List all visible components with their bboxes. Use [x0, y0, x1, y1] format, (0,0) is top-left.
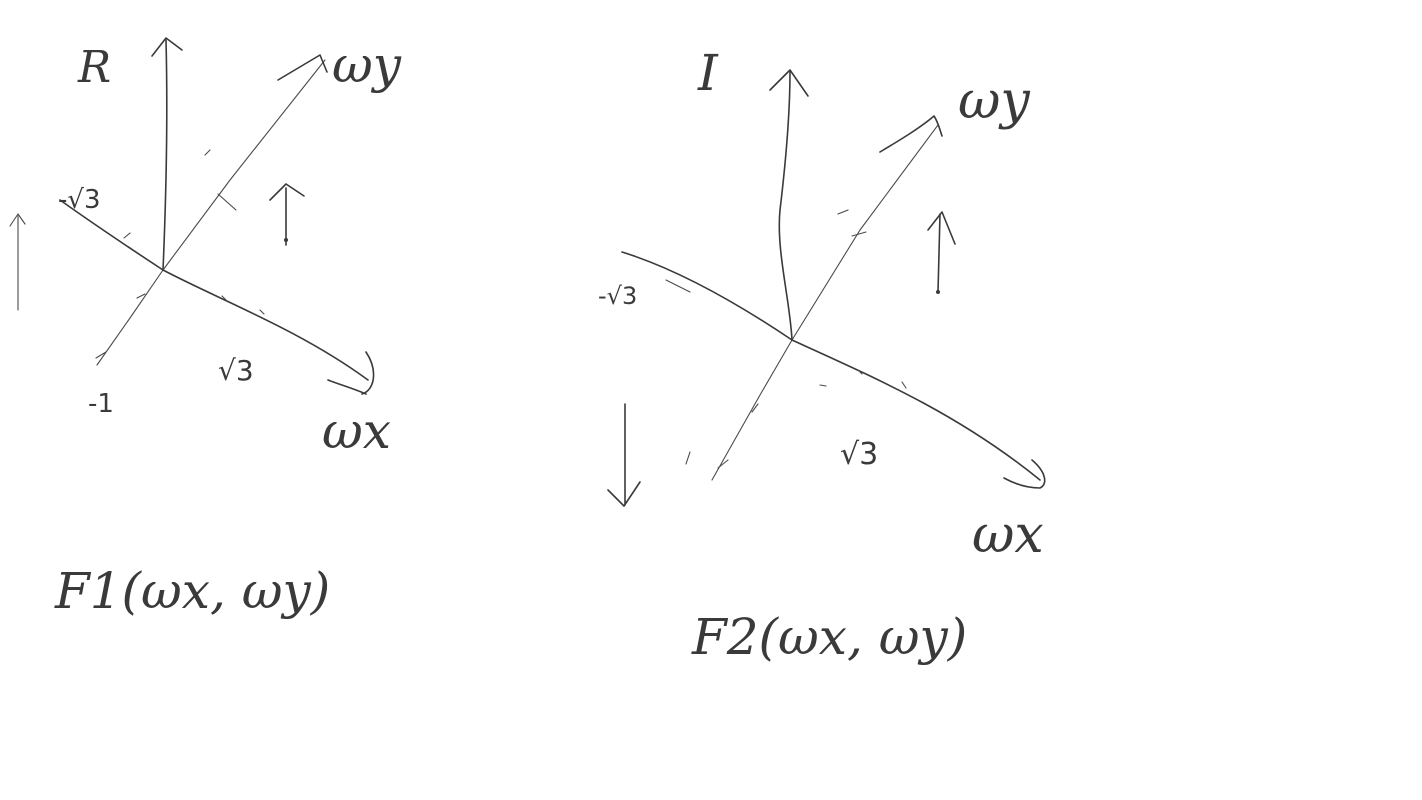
sketch-f1: R ωy ωx -√3 √3 -1 F1(ωx, ωy) [9, 36, 402, 620]
f1-delta-arrow-up [269, 183, 305, 246]
f2-wy-arrowhead [879, 115, 943, 153]
f1-vertical-axis [162, 39, 168, 271]
f2-wx-axis [621, 251, 1041, 481]
f2-vertical-arrowhead [769, 69, 809, 97]
f2-wx-label: ωx [972, 505, 1044, 565]
f2-vertical-axis [778, 71, 793, 341]
f2-wy-label: ωy [958, 71, 1030, 131]
f1-neg-one-label: -1 [88, 389, 114, 419]
f1-wx-arrowhead [327, 351, 375, 395]
f1-neg-root3-label: -√3 [58, 185, 101, 215]
f1-wy-label: ωy [332, 36, 402, 94]
f2-neg-root3-label: -√3 [598, 282, 637, 310]
f1-caption: F1(ωx, ωy) [54, 562, 330, 620]
f1-wy-axis [96, 59, 326, 366]
f1-vertical-arrowhead [151, 37, 183, 57]
f1-tick-marks [95, 149, 265, 359]
f2-caption: F2(ωx, ωy) [691, 608, 967, 666]
f2-delta-dot [936, 290, 940, 294]
f2-delta-arrow-up [927, 211, 956, 293]
f1-side-arrow-up [9, 213, 26, 311]
f2-tick-marks [665, 209, 907, 469]
sketch-f2: I ωy ωx -√3 √3 F2(ωx, ωy) [598, 44, 1046, 666]
f1-vertical-label: R [77, 42, 111, 93]
f1-wx-axis [59, 199, 369, 381]
f1-wx-label: ωx [322, 402, 391, 460]
f2-pos-root3-label: √3 [840, 437, 878, 472]
f2-wy-axis [711, 124, 939, 481]
f1-wy-arrowhead [277, 54, 328, 81]
f2-wx-arrowhead [1003, 459, 1046, 489]
f1-pos-root3-label: √3 [218, 354, 254, 387]
f2-vertical-label: I [697, 44, 719, 102]
f2-side-arrow-down [607, 403, 641, 507]
f1-delta-dot [284, 238, 288, 242]
